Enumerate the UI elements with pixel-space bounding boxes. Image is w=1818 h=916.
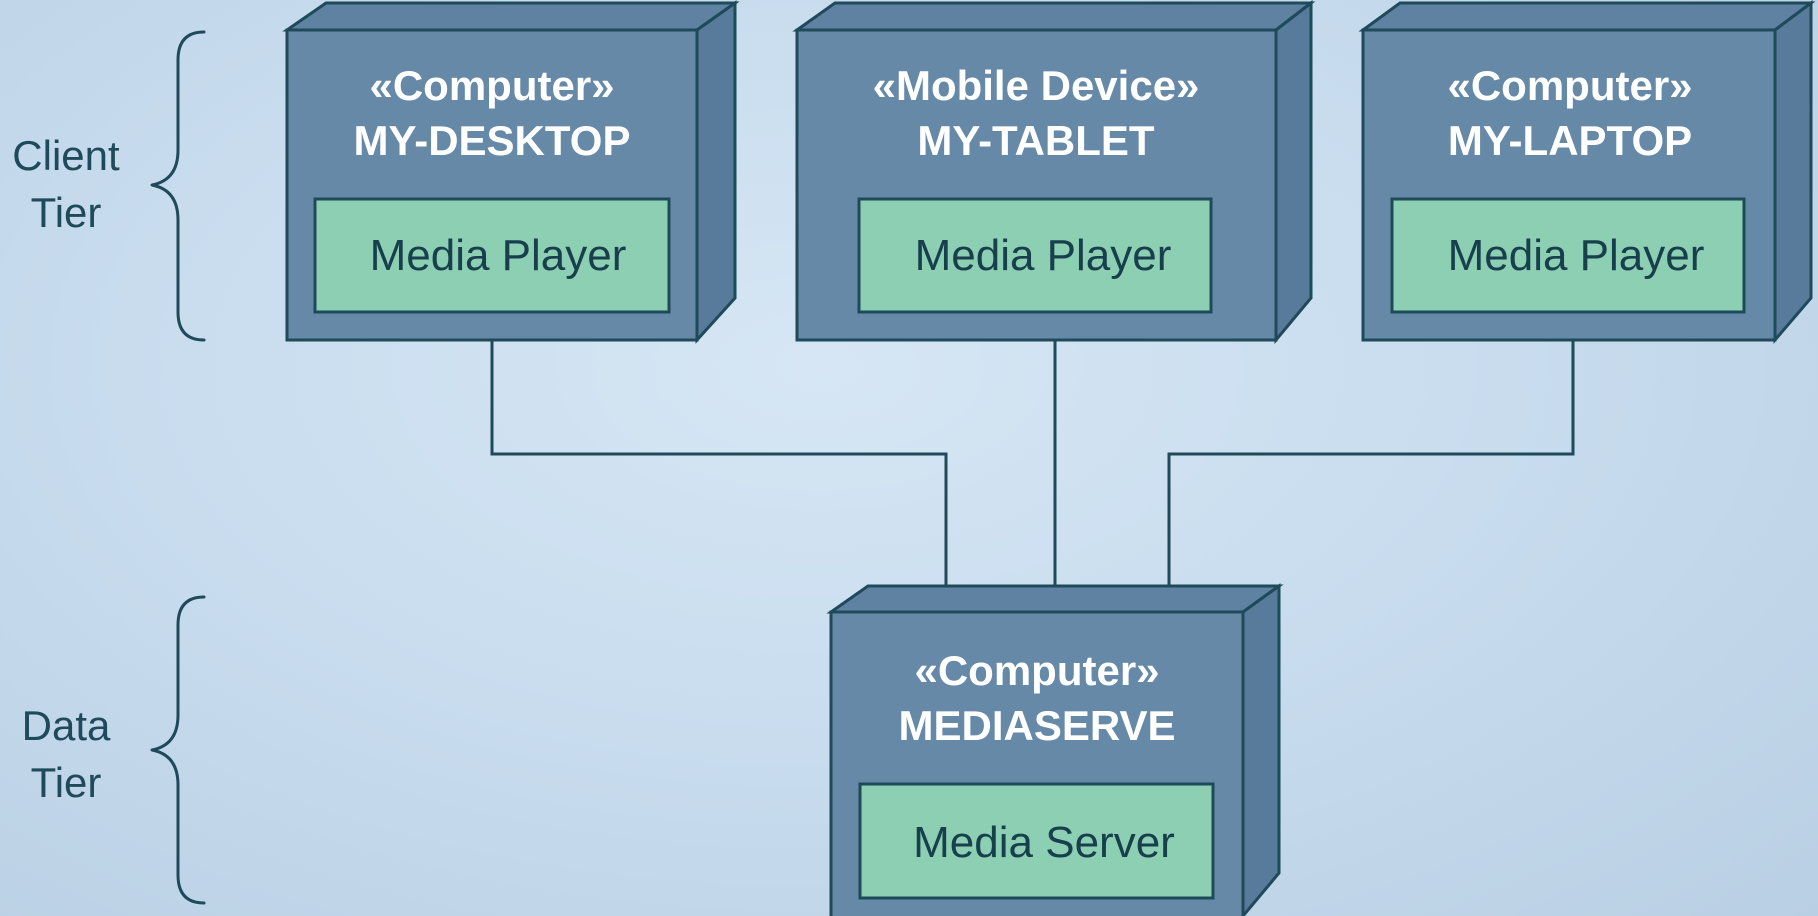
component-label: Media Player [915,231,1172,280]
node-my-laptop: «Computer» MY-LAPTOP Media Player [1358,0,1816,345]
node-top-face [1358,1,1816,32]
component-media-player [857,197,1213,314]
node-stereotype: «Computer» [914,647,1159,694]
data-tier-brace [150,595,206,905]
node-name: MEDIASERVE [899,702,1176,749]
node-top-face [282,1,740,32]
connectors [490,340,1575,585]
node-stereotype: «Mobile Device» [873,62,1200,109]
node-side-face [1773,0,1813,345]
client-tier-label-line2: Tier [31,189,102,236]
node-side-face [695,0,737,344]
data-tier-label-line2: Tier [31,759,102,806]
node-mediaserve: «Computer» MEDIASERVE Media Server [826,583,1284,916]
node-top-face [792,1,1316,32]
node-name: MY-LAPTOP [1448,117,1692,164]
node-side-face [1274,0,1313,345]
component-media-player [1390,197,1746,314]
data-tier-label-line1: Data [22,702,111,749]
node-name: MY-TABLET [917,117,1155,164]
node-my-desktop: «Computer» MY-DESKTOP Media Player [282,0,740,344]
client-tier-brace [150,30,206,342]
component-label: Media Player [370,231,627,280]
node-side-face [1241,583,1281,916]
node-stereotype: «Computer» [369,62,614,109]
component-label: Media Player [1448,231,1705,280]
node-my-tablet: «Mobile Device» MY-TABLET Media Player [792,0,1316,345]
component-label: Media Server [913,818,1175,867]
connector-laptop-server [1167,340,1575,585]
node-name: MY-DESKTOP [354,117,631,164]
node-top-face [826,584,1284,614]
node-stereotype: «Computer» [1447,62,1692,109]
component-media-server [858,782,1215,900]
client-tier-label-line1: Client [12,132,120,179]
connector-desktop-server [490,340,948,585]
component-media-player [313,197,671,314]
